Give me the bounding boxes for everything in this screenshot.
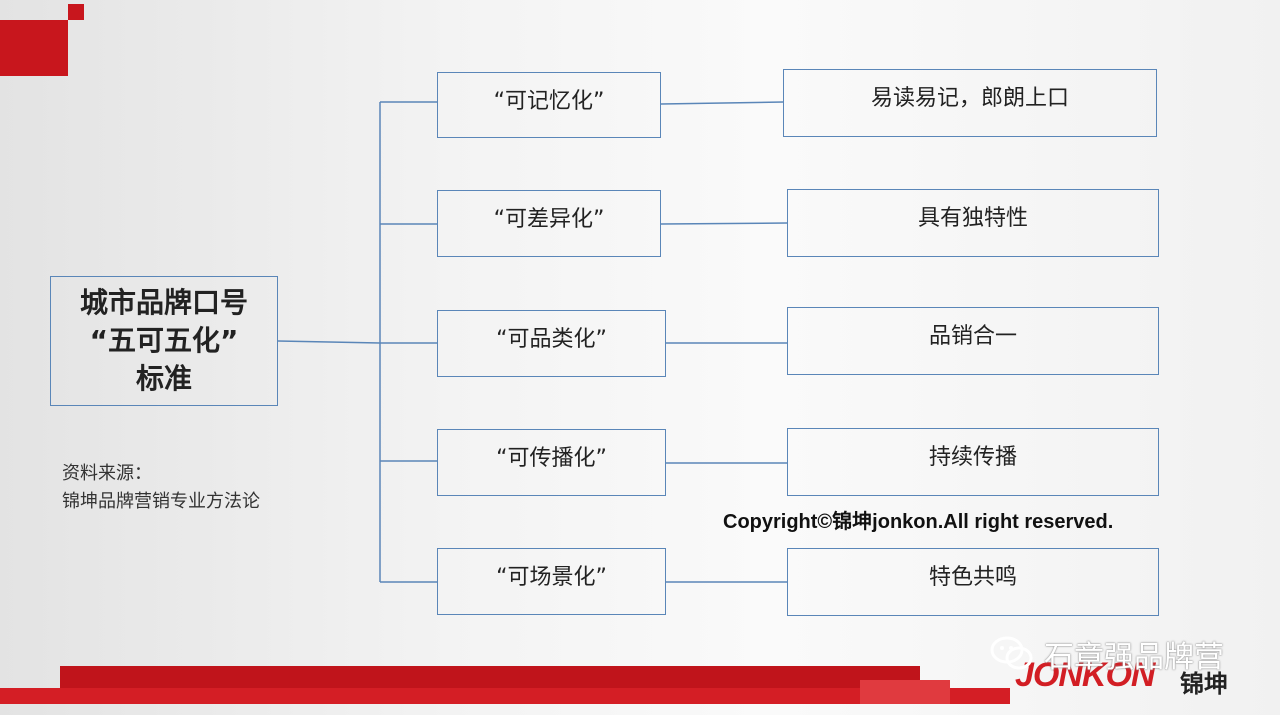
- copyright-notice: Copyright©锦坤jonkon.All right reserved.: [723, 511, 1114, 533]
- branch-label-1: “可记忆化”: [493, 89, 605, 114]
- branch-box-1: “可记忆化”: [437, 72, 661, 138]
- branch-box-3: “可品类化”: [437, 310, 666, 377]
- description-2: 具有独特性: [917, 206, 1028, 231]
- connector-branch-2-desc: [660, 222, 788, 225]
- description-5: 特色共鸣: [928, 565, 1017, 590]
- branch-box-5: “可场景化”: [437, 548, 666, 615]
- branch-box-2: “可差异化”: [437, 190, 661, 257]
- source-text: 锦坤品牌营销专业方法论: [62, 491, 260, 512]
- description-box-1: 易读易记，郎朗上口: [783, 69, 1157, 137]
- source-label: 资料来源：: [62, 463, 152, 484]
- description-1: 易读易记，郎朗上口: [870, 86, 1069, 111]
- description-3: 品销合一: [928, 324, 1017, 349]
- main-topic-line-2: “五可五化”: [89, 324, 239, 357]
- main-topic-line-1: 城市品牌口号: [79, 286, 248, 319]
- brand-logo-cn: 锦坤: [1180, 670, 1228, 698]
- corner-decoration-large: [0, 20, 68, 76]
- branch-box-4: “可传播化”: [437, 429, 666, 496]
- branch-label-2: “可差异化”: [493, 207, 605, 232]
- branch-label-4: “可传播化”: [496, 446, 607, 471]
- branch-label-3: “可品类化”: [496, 327, 607, 352]
- main-topic-line-3: 标准: [135, 362, 192, 395]
- footer-band: [0, 688, 1010, 704]
- brand-logo: JONKON: [1015, 656, 1155, 694]
- connector-main-to-trunk: [277, 340, 381, 344]
- description-box-4: 持续传播: [787, 428, 1159, 496]
- description-box-2: 具有独特性: [787, 189, 1159, 257]
- source-note: 资料来源： 锦坤品牌营销专业方法论: [62, 460, 260, 516]
- watermark: 石章强品牌营: [990, 632, 1224, 676]
- branch-label-5: “可场景化”: [496, 565, 607, 590]
- corner-decoration-small: [68, 4, 84, 20]
- description-4: 持续传播: [928, 445, 1017, 470]
- watermark-text: 石章强品牌营: [1044, 641, 1224, 674]
- connector-branch-1-desc: [660, 101, 784, 105]
- footer-band-accent: [860, 680, 950, 704]
- main-topic-box: 城市品牌口号 “五可五化” 标准: [50, 276, 278, 406]
- wechat-icon: [990, 636, 1033, 670]
- description-box-5: 特色共鸣: [787, 548, 1159, 616]
- description-box-3: 品销合一: [787, 307, 1159, 375]
